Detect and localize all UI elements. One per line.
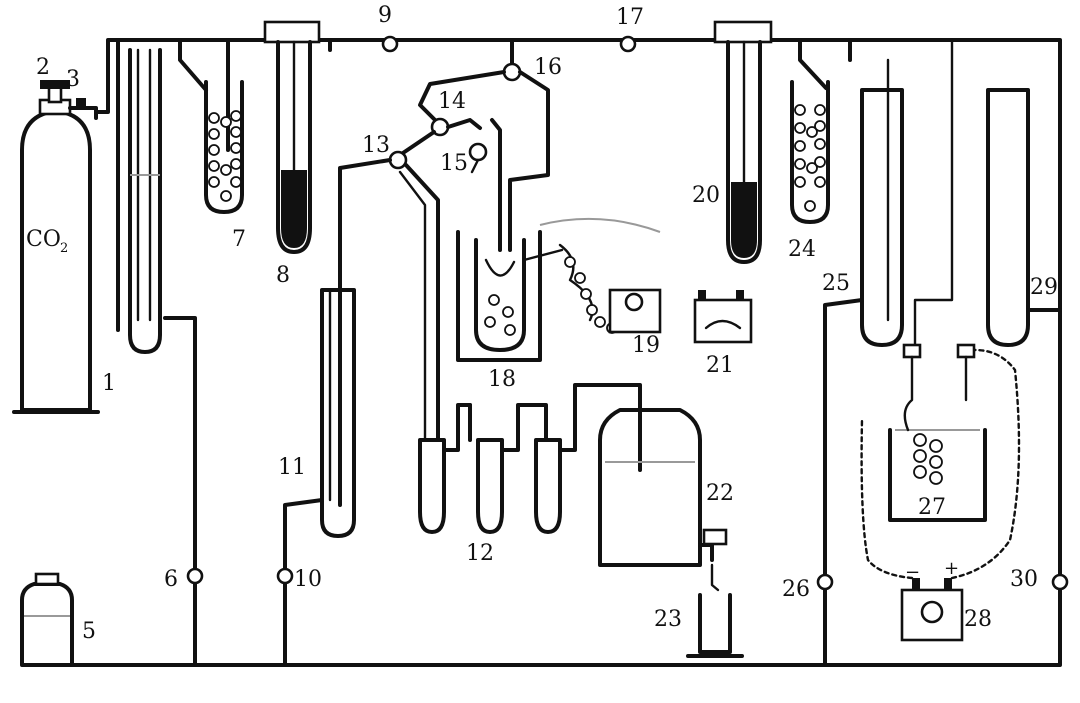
- beads-24: [794, 104, 826, 212]
- bottle-22: [598, 408, 728, 567]
- stopcock-13: [388, 150, 408, 170]
- label-9: 9: [378, 3, 392, 28]
- label-6: 6: [164, 567, 178, 592]
- label-28: 28: [964, 607, 992, 632]
- stopcock-30: [1051, 573, 1069, 591]
- label-27: 27: [918, 495, 946, 520]
- bead-tube-7: [178, 38, 244, 214]
- label-5: 5: [82, 619, 96, 644]
- label-2: 2: [36, 55, 50, 80]
- label-18: 18: [488, 367, 516, 392]
- reactor-18: [456, 217, 661, 362]
- stopcock-16: [502, 62, 522, 82]
- column-29: [913, 38, 1062, 347]
- label-23: 23: [654, 607, 682, 632]
- label-8: 8: [276, 263, 290, 288]
- label-15: 15: [440, 151, 468, 176]
- label-21: 21: [706, 353, 734, 378]
- label-26: 26: [782, 577, 810, 602]
- absorbers-12: [418, 383, 642, 534]
- label-3: 3: [66, 67, 80, 92]
- stopcock-15: [468, 142, 488, 162]
- label-19: 19: [632, 333, 660, 358]
- part-labels: 2 3 1 5 6 7 8 9 10 11 12 13 14 15 16 17 …: [36, 3, 1058, 644]
- label-20: 20: [692, 183, 720, 208]
- label-30: 30: [1010, 567, 1038, 592]
- column-25: [823, 58, 904, 667]
- bead-tube-24: [790, 38, 830, 224]
- stopcock-17: [619, 35, 637, 53]
- stopcock-10: [276, 567, 294, 585]
- label-24: 24: [788, 237, 816, 262]
- bottle-5: [20, 572, 74, 667]
- power-minus: −: [905, 562, 920, 583]
- manometer-20: [713, 20, 773, 264]
- bath-27: [888, 343, 987, 522]
- beads-7: [208, 110, 242, 202]
- label-13: 13: [362, 133, 390, 158]
- power-plus: +: [944, 558, 959, 579]
- controller-19: [558, 243, 662, 334]
- column-4: [116, 48, 197, 667]
- column-11: [283, 288, 356, 667]
- bottom-line: [70, 318, 1069, 667]
- label-17: 17: [616, 5, 644, 30]
- stopcock-6: [186, 567, 204, 585]
- label-25: 25: [822, 271, 850, 296]
- label-12: 12: [466, 541, 494, 566]
- central-branches: [338, 38, 550, 507]
- label-16: 16: [534, 55, 562, 80]
- manometer-8: [263, 20, 321, 254]
- co2-cylinder: CO 2: [12, 80, 100, 414]
- label-7: 7: [232, 227, 246, 252]
- stopcock-9: [381, 35, 399, 53]
- cylinder-label: CO: [26, 227, 61, 252]
- label-14: 14: [438, 89, 466, 114]
- meter-21: [693, 290, 753, 344]
- stopcock-26: [816, 573, 834, 591]
- power-28: − +: [860, 348, 1021, 642]
- label-11: 11: [278, 455, 306, 480]
- label-29: 29: [1030, 275, 1058, 300]
- cylinder-label-subscript: 2: [60, 241, 68, 256]
- label-22: 22: [706, 481, 734, 506]
- label-1: 1: [102, 371, 116, 396]
- label-10: 10: [294, 567, 322, 592]
- cylinder-23: [686, 563, 744, 658]
